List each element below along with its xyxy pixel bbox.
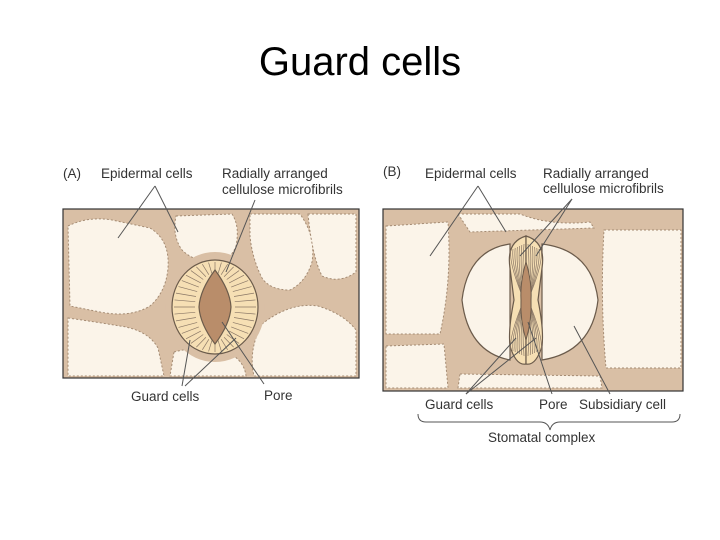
microfibril-line	[226, 270, 240, 280]
microfibril-line	[234, 299, 256, 303]
microfibril-line	[232, 286, 252, 292]
microfibril-line	[190, 334, 204, 344]
microfibril-line	[208, 340, 213, 352]
panel-b-pointer-epidermal	[477, 185, 507, 233]
microfibril-line	[174, 299, 196, 303]
panel-a-pointer-guard	[181, 339, 191, 387]
panel-a-pointer-microfibrils	[225, 199, 256, 273]
panel-b-pore	[520, 260, 532, 342]
panel-a-epidermal-cell	[67, 317, 165, 377]
panel-b-pointer-microfibrils	[535, 198, 573, 257]
microfibril-line	[232, 322, 252, 328]
microfibril-line	[178, 322, 198, 328]
panel-b-pore-label: Pore	[539, 397, 568, 412]
panel-b-epidermal-cell	[457, 373, 603, 389]
microfibril-line	[217, 340, 222, 352]
microfibril-line	[181, 326, 199, 334]
microfibril-line	[174, 311, 196, 315]
panel-a-pore-label: Pore	[264, 388, 293, 403]
panel-b-frame	[382, 208, 684, 392]
panel-a-epidermal-cell	[251, 304, 357, 377]
panel-b-radial-label-line1: Radially arranged	[543, 166, 649, 181]
panel-b-complex-bracket	[417, 413, 681, 431]
microfibril-line	[202, 264, 210, 275]
panel-a-frame	[62, 208, 360, 379]
microfibril-line	[220, 339, 228, 350]
microfibril-line	[231, 280, 249, 288]
panel-a-guard-label: Guard cells	[131, 389, 200, 404]
panel-a-pointer-epidermal	[154, 185, 179, 233]
microfibril-line	[223, 337, 234, 348]
panel-b-pointer-guard	[465, 337, 517, 395]
microfibril-line	[175, 317, 197, 322]
panel-b-subsidiary-label: Subsidiary cell	[579, 397, 666, 412]
panel-b-pointer-microfibrils	[519, 198, 573, 257]
panel-b-epidermal-cell	[385, 221, 450, 335]
panel-b-epidermal-cell	[385, 343, 449, 389]
panel-b-radial-label-line2: cellulose microfibrils	[543, 181, 664, 196]
panel-b-epidermal-cell	[457, 213, 595, 233]
panel-b-epidermal-cell	[601, 229, 682, 369]
panel-b: (B) Epidermal cells Radially arranged ce…	[382, 164, 684, 445]
panel-b-subsidiary-cell	[541, 243, 599, 361]
panel-b-pointer-subsidiary	[573, 325, 611, 395]
panel-a-pointer-guard	[184, 337, 237, 387]
panel-a-pointer-pore	[221, 321, 265, 385]
panel-a-epidermal-label: Epidermal cells	[101, 166, 193, 181]
panel-a-radial-label-line1: Radially arranged	[222, 166, 328, 181]
microfibril-line	[190, 270, 204, 280]
panel-a-radial-label-line2: cellulose microfibrils	[222, 182, 343, 197]
panel-b-guard-label: Guard cells	[425, 397, 494, 412]
page-title: Guard cells	[258, 40, 462, 84]
microfibril-line	[178, 286, 198, 292]
microfibril-line	[228, 274, 245, 284]
panel-a-pointer-epidermal	[117, 185, 156, 239]
panel-a: (A) Epidermal cells Radially arranged ce…	[62, 166, 360, 404]
microfibril-line	[231, 326, 249, 334]
microfibril-line	[181, 280, 199, 288]
microfibril-line	[185, 330, 202, 340]
panel-a-pore	[198, 268, 232, 346]
microfibril-line	[175, 292, 197, 297]
panel-a-epidermal-cell	[307, 213, 357, 280]
microfibril-line	[185, 274, 202, 284]
panel-b-pointer-epidermal	[429, 185, 479, 257]
panel-b-complex-label: Stomatal complex	[488, 430, 596, 445]
panel-a-epidermal-cell	[67, 218, 169, 315]
panel-b-subsidiary-cell	[461, 243, 511, 361]
panel-b-guard-cell	[508, 235, 527, 365]
microfibril-line	[217, 262, 222, 274]
panel-a-tag: (A)	[63, 166, 81, 181]
microfibril-line	[208, 262, 213, 274]
panel-b-pointer-pore	[527, 321, 553, 395]
panel-b-pointer-guard	[465, 337, 537, 395]
microfibril-line	[202, 339, 210, 350]
microfibril-line	[196, 337, 207, 348]
microfibril-line	[196, 266, 207, 277]
panel-a-epidermal-cell	[174, 213, 238, 263]
microfibril-line	[234, 311, 256, 315]
microfibril-line	[228, 330, 245, 340]
microfibril-line	[223, 266, 234, 277]
panel-b-tag: (B)	[383, 164, 401, 179]
microfibril-line	[233, 317, 255, 322]
panel-b-epidermal-label: Epidermal cells	[425, 166, 517, 181]
panel-a-microfibrils	[174, 262, 256, 352]
microfibril-line	[220, 264, 228, 275]
microfibril-line	[233, 292, 255, 297]
